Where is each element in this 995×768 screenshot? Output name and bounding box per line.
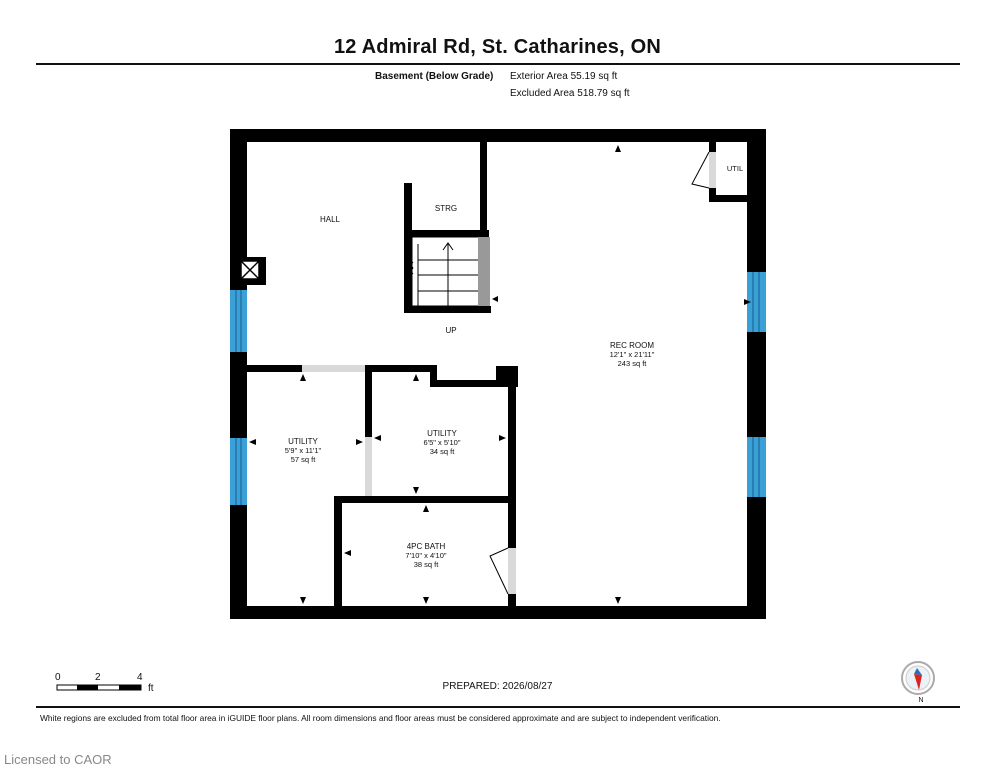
doors bbox=[302, 152, 716, 594]
window-rec-bottom bbox=[747, 437, 766, 497]
windows bbox=[230, 272, 766, 505]
room-rec-name: REC ROOM bbox=[610, 341, 654, 350]
room-rec-dims: 12'1" x 21'11" bbox=[610, 350, 655, 359]
compass-icon bbox=[901, 661, 935, 695]
scale-bar bbox=[56, 684, 142, 691]
bottom-divider bbox=[36, 706, 960, 708]
top-divider bbox=[36, 63, 960, 65]
compass-label: N bbox=[918, 697, 923, 704]
room-utility-mid-name: UTILITY bbox=[427, 429, 457, 438]
outer-walls bbox=[230, 129, 766, 619]
column-icon bbox=[240, 260, 260, 280]
dimension-markers bbox=[249, 145, 751, 604]
excluded-area: Excluded Area 518.79 sq ft bbox=[510, 88, 630, 99]
level-label: Basement (Below Grade) bbox=[375, 71, 494, 82]
door-swings bbox=[489, 151, 710, 595]
opening-utility-left bbox=[302, 365, 365, 372]
license-watermark: Licensed to CAOR bbox=[4, 752, 112, 767]
room-utility-left-dims: 5'9" x 11'1" bbox=[285, 446, 322, 455]
page-title: 12 Admiral Rd, St. Catharines, ON bbox=[333, 36, 662, 58]
window-hall bbox=[230, 290, 247, 352]
stairs bbox=[408, 236, 498, 307]
room-utility-mid-area: 34 sq ft bbox=[430, 447, 456, 456]
interior-walls bbox=[236, 138, 754, 611]
room-utility-left-name: UTILITY bbox=[288, 437, 318, 446]
window-utility-left bbox=[230, 438, 247, 505]
room-utility-left-area: 57 sq ft bbox=[291, 455, 317, 464]
scale-tick-2: 2 bbox=[95, 672, 101, 683]
disclaimer-text: White regions are excluded from total fl… bbox=[40, 713, 721, 723]
scale-unit: ft bbox=[148, 683, 154, 694]
stairs-up-label: UP bbox=[445, 326, 456, 335]
window-rec-top bbox=[747, 272, 766, 332]
scale-tick-0: 0 bbox=[55, 672, 61, 683]
room-utility-mid-dims: 6'5" x 5'10" bbox=[424, 438, 461, 447]
room-bath-name: 4PC BATH bbox=[407, 542, 446, 551]
room-hall-name: HALL bbox=[320, 215, 341, 224]
door-util bbox=[709, 152, 716, 188]
room-util-name: UTIL bbox=[727, 164, 743, 173]
opening-utility-mid bbox=[365, 437, 372, 496]
exterior-area: Exterior Area 55.19 sq ft bbox=[510, 71, 618, 82]
prepared-date: PREPARED: 2026/08/27 bbox=[442, 681, 553, 692]
room-bath-dims: 7'10" x 4'10" bbox=[405, 551, 446, 560]
scale-tick-4: 4 bbox=[137, 672, 143, 683]
door-bath bbox=[508, 548, 516, 594]
room-rec-area: 243 sq ft bbox=[618, 359, 648, 368]
room-strg-name: STRG bbox=[435, 204, 457, 213]
room-bath-area: 38 sq ft bbox=[414, 560, 440, 569]
